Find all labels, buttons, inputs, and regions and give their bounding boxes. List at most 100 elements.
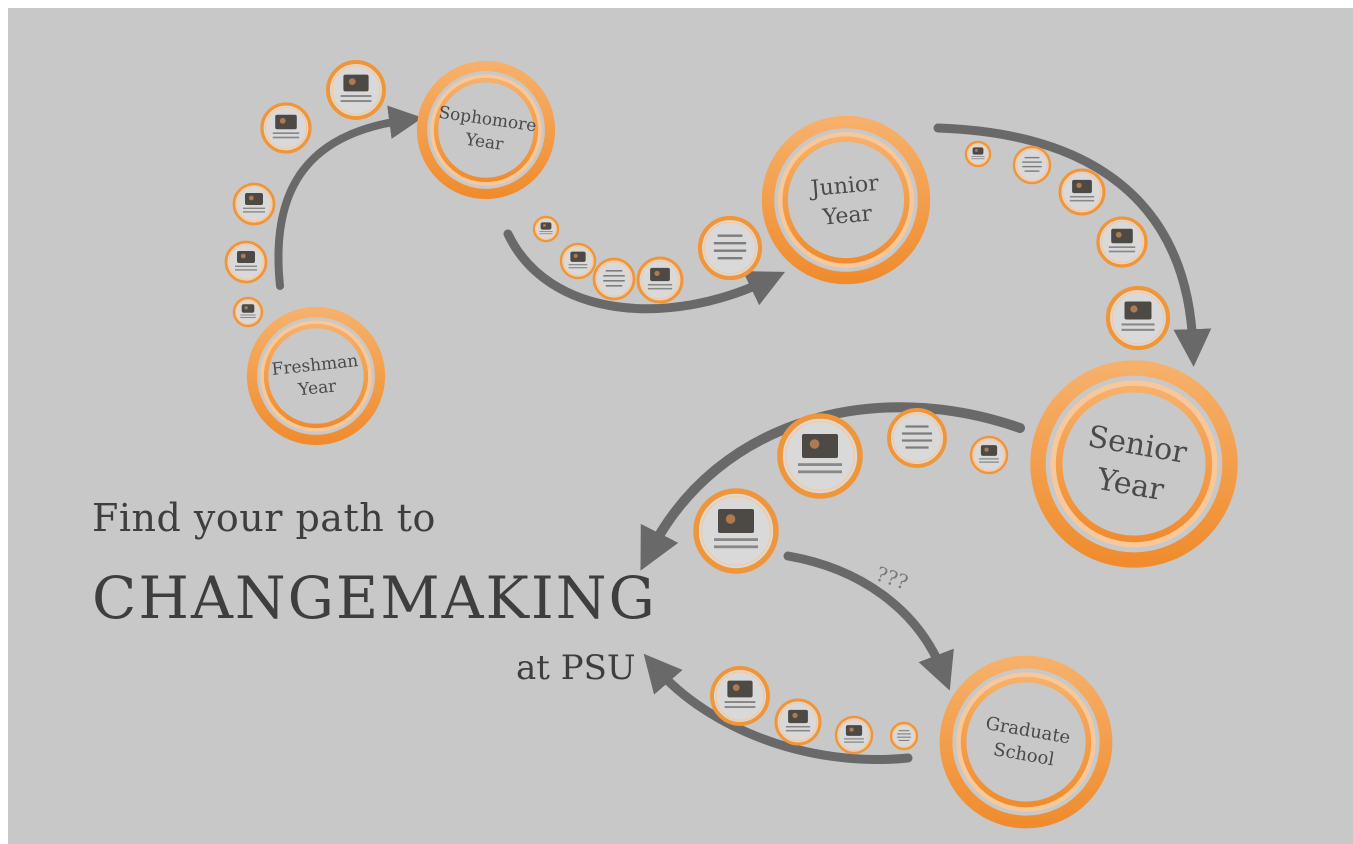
stage-ring-gap — [430, 74, 542, 186]
stage-outer-ring — [246, 306, 386, 446]
headline-line1: Find your path to — [92, 496, 436, 540]
stage-center — [1062, 392, 1206, 536]
text-snippet-line — [905, 446, 929, 449]
photo-thumbnail-icon — [727, 680, 753, 698]
text-snippet-line — [603, 280, 625, 282]
stage-inner-ring — [433, 77, 539, 183]
stage-label-line: Year — [821, 201, 874, 230]
headline-line2: CHANGEMAKING — [92, 564, 657, 632]
photo-thumbnail-icon — [845, 725, 863, 736]
milestone-bubble[interactable] — [1058, 168, 1106, 216]
milestone-bubble[interactable] — [693, 488, 779, 574]
connector-arrow-1 — [274, 105, 423, 290]
text-snippet-line — [605, 270, 623, 272]
stage-ring-gap — [260, 320, 372, 432]
text-snippet-line — [901, 439, 933, 442]
text-snippet-line — [897, 736, 911, 738]
stage-label-line: Year — [296, 376, 338, 400]
milestone-bubble[interactable] — [969, 435, 1009, 475]
photo-thumbnail-icon — [1124, 301, 1152, 320]
milestone-bubbles — [224, 60, 1171, 755]
milestone-bubble[interactable] — [1096, 216, 1148, 268]
connector-arrow-3 — [933, 123, 1212, 367]
photo-thumbnail-icon — [980, 445, 998, 456]
milestone-bubble[interactable] — [774, 698, 822, 746]
stage-ring-gap — [778, 132, 914, 268]
text-snippet-line — [897, 733, 911, 735]
text-snippet-line — [901, 432, 933, 435]
text-snippet-line — [1024, 170, 1040, 172]
milestone-bubble[interactable] — [232, 296, 264, 328]
stage-inner-ring — [782, 136, 910, 264]
photo-thumbnail-icon — [802, 434, 838, 458]
photo-thumbnail-icon — [1111, 228, 1133, 244]
text-snippet-line — [905, 425, 929, 428]
headline-line3: at PSU — [516, 648, 636, 688]
milestone-bubble[interactable] — [710, 666, 770, 726]
photo-thumbnail-icon — [343, 74, 369, 92]
milestone-bubble[interactable] — [224, 240, 268, 284]
milestone-bubble[interactable] — [559, 242, 597, 280]
stage-label-line: Junior — [808, 171, 880, 202]
text-snippet-line — [717, 257, 743, 260]
connector-arrows — [274, 105, 1212, 765]
text-snippet-line — [605, 285, 623, 287]
photo-thumbnail-icon — [241, 304, 255, 313]
text-snippet-line — [717, 234, 743, 237]
text-snippet-line — [898, 730, 910, 732]
connector-arrow-6 — [643, 653, 913, 765]
connector-arrow-5 — [783, 551, 954, 691]
connector-arrow-2 — [503, 229, 786, 314]
stage-center — [438, 82, 534, 178]
milestone-bubble[interactable] — [1012, 145, 1052, 185]
stage-outer-ring — [761, 115, 931, 285]
photo-thumbnail-icon — [1072, 179, 1092, 194]
photo-thumbnail-icon — [237, 251, 255, 263]
photo-thumbnail-icon — [718, 509, 754, 533]
text-snippet-line — [713, 242, 747, 245]
photo-thumbnail-icon — [275, 114, 297, 130]
photo-thumbnail-icon — [245, 193, 263, 205]
stage-center — [966, 682, 1086, 802]
stage-inner-ring — [263, 323, 369, 429]
milestone-bubble[interactable] — [1105, 285, 1171, 351]
stage-inner-ring — [1055, 385, 1213, 543]
stage-outer-ring — [416, 60, 556, 200]
milestone-bubble[interactable] — [532, 215, 560, 243]
photo-thumbnail-icon — [650, 267, 670, 282]
path-diagram: FreshmanYearSophomoreYearJuniorYearSenio… — [224, 60, 1238, 829]
text-snippet-line — [1024, 156, 1040, 159]
milestone-bubble[interactable] — [777, 413, 863, 499]
text-snippet-line — [713, 249, 747, 252]
stage-center — [788, 142, 904, 258]
stage-outer-ring — [1030, 360, 1238, 568]
text-snippet-line — [1022, 161, 1042, 163]
photo-thumbnail-icon — [570, 251, 586, 262]
milestone-bubble[interactable] — [326, 60, 386, 120]
milestone-bubble[interactable] — [697, 215, 763, 281]
milestone-bubble[interactable] — [834, 715, 874, 755]
milestone-bubble[interactable] — [232, 182, 276, 226]
stage-ring-gap — [956, 672, 1096, 812]
text-snippet-line — [603, 275, 625, 277]
photo-thumbnail-icon — [540, 222, 552, 230]
milestone-bubble[interactable] — [964, 140, 992, 168]
stage-center — [268, 328, 364, 424]
text-snippet-line — [1022, 165, 1042, 168]
stage-outer-ring — [939, 655, 1113, 829]
milestone-bubble[interactable] — [592, 257, 636, 301]
milestone-bubble[interactable] — [887, 408, 947, 468]
milestone-bubble[interactable] — [889, 721, 919, 751]
stage-ring-gap — [1050, 380, 1218, 548]
stage-circles: FreshmanYearSophomoreYearJuniorYearSenio… — [246, 60, 1238, 829]
text-snippet-line — [898, 739, 910, 741]
milestone-bubble[interactable] — [260, 102, 312, 154]
photo-thumbnail-icon — [972, 147, 984, 155]
milestone-bubble[interactable] — [636, 256, 684, 304]
